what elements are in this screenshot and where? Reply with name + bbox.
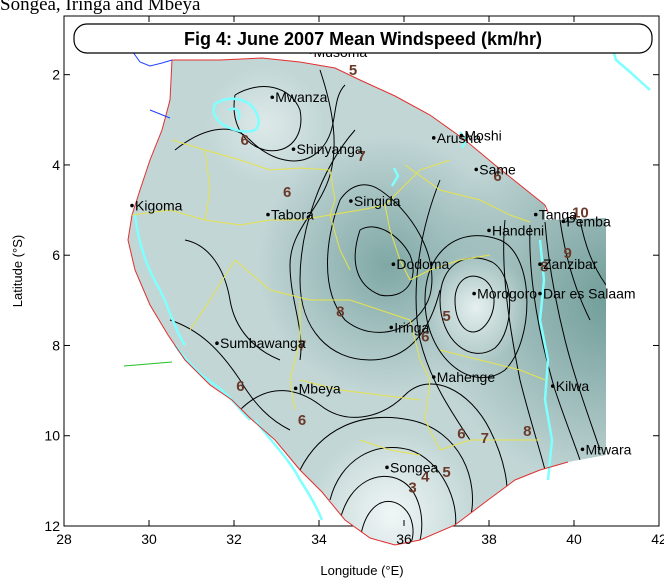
y-tick-label: 8 [52,337,60,353]
city-label: Mwanza [275,89,327,105]
x-tick-labels: 28 30 32 34 36 38 40 42 [56,531,664,547]
city-dot [431,136,436,140]
axis-ticks [63,16,660,527]
city-label: Pemba [566,213,611,229]
contour-label: 6 [236,378,244,395]
contour-label: 5 [349,62,357,79]
city-dot [270,95,275,100]
city-label: Kilwa [556,378,590,394]
city-dot [215,341,219,346]
y-tick-labels: 2 4 6 8 10 12 [44,67,60,534]
contour-label: 7 [298,337,306,354]
contour-label: 6 [298,412,306,429]
contour-label: 6 [283,184,291,201]
city-label: Dar es Salaam [543,286,636,302]
city-label: Moshi [464,128,501,144]
city-dot [389,325,394,330]
page-caption: Songea, Iringa and Mbeya [0,0,201,15]
y-axis-label: Latitude (°S) [10,235,25,307]
city-dot [580,447,585,452]
city-dot [538,262,542,267]
city-dot [550,384,555,388]
city-dot [391,262,396,267]
x-tick-label: 32 [226,531,242,547]
map-title: Fig 4: June 2007 Mean Windspeed (km/hr) [184,29,542,49]
city-label: Morogoro [477,286,537,302]
city-dot [538,291,542,296]
city-label: Tanga [539,207,577,223]
contour-label: 5 [442,308,450,325]
stray-line [123,361,173,367]
city-dot [561,219,566,224]
city-dot [474,167,479,172]
city-label: Iringa [394,319,429,335]
contour-label: 8 [336,304,344,321]
contour-label: 3 [408,480,416,497]
x-tick-label: 38 [481,531,497,547]
city-label: Singida [354,193,401,209]
contour-lines [169,69,606,545]
city-label: Shinyanga [297,141,363,157]
x-tick-label: 28 [56,531,72,547]
contour-label: 8 [540,258,548,275]
contour-label: 6 [240,132,248,149]
city-label: Mtwara [586,441,632,457]
y-tick-label: 4 [52,157,60,173]
city-dot [291,147,296,151]
city-label: Same [479,161,516,177]
contour-label: 4 [421,468,430,485]
regional-boundaries [131,139,546,456]
contour-label: 7 [481,430,489,447]
city-label: Mbeya [299,380,341,396]
city-label: Songea [390,459,438,475]
contour-label: 6 [421,328,429,345]
city-label: Handeni [492,222,544,238]
city-dot [385,465,389,470]
city-dot [431,375,436,379]
contour-label: 9 [563,245,571,262]
city-dot [533,212,538,217]
x-tick-label: 34 [311,531,327,547]
x-tick-label: 30 [141,531,157,547]
city-label: Arusha [437,130,482,146]
city-label: Sumbawanga [220,335,306,351]
city-dot [266,212,270,217]
y-tick-label: 12 [44,518,60,534]
y-tick-label: 2 [52,67,60,83]
city-label: Zanzibar [543,256,598,272]
title-box [73,23,653,54]
x-tick-label: 40 [566,531,582,547]
y-tick-label: 10 [44,428,60,444]
contour-label: 5 [442,464,450,481]
contour-label: 8 [523,423,531,440]
city-label: Dodoma [396,256,449,272]
city-dot [293,386,298,391]
x-tick-label: 36 [396,531,412,547]
country-border [127,57,569,546]
city-dot [472,291,476,296]
contour-label: 6 [493,168,501,185]
city-label: Kigoma [135,198,183,214]
contour-label: 7 [357,148,365,165]
contour-label: 10 [572,204,589,221]
x-tick-label: 42 [651,531,664,547]
city-label: Tabora [271,207,314,223]
contour-label: 6 [457,425,465,442]
city-dot [459,133,464,138]
city-dot [130,203,134,208]
city-label: Mahenge [437,369,496,385]
city-dot [349,199,353,203]
x-axis-label: Longitude (°E) [320,563,403,578]
city-dot [487,228,491,233]
y-tick-label: 6 [52,247,60,263]
